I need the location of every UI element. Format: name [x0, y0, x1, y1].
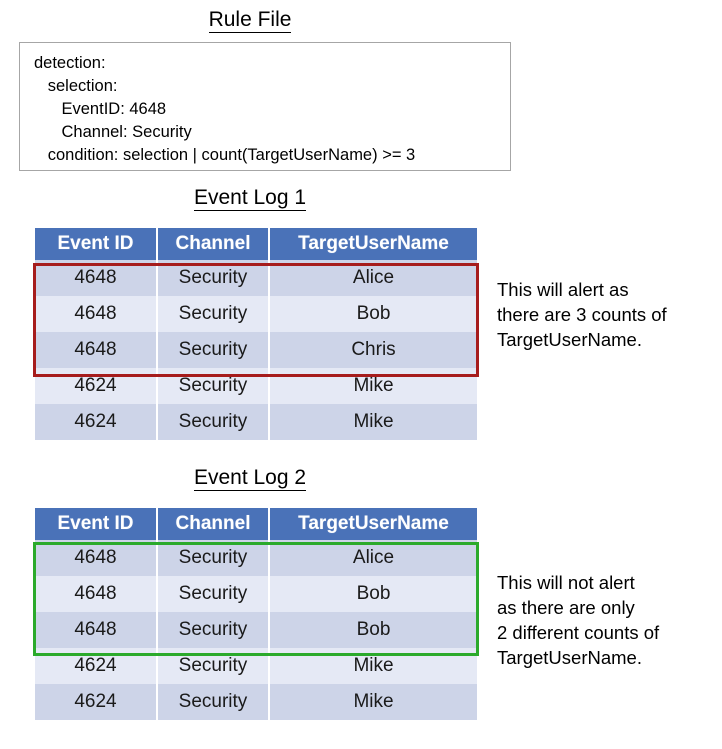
rule-file-box: detection: selection: EventID: 4648 Chan…: [19, 42, 511, 171]
rule-file-title: Rule File: [0, 8, 500, 33]
cell-target-user-name: Mike: [270, 404, 477, 440]
rule-file-line-detection: detection:: [34, 54, 106, 72]
cell-channel: Security: [158, 404, 270, 440]
cell-event-id: 4648: [35, 540, 158, 576]
cell-channel: Security: [158, 648, 270, 684]
cell-target-user-name: Bob: [270, 612, 477, 648]
cell-event-id: 4624: [35, 684, 158, 720]
cell-target-user-name: Alice: [270, 260, 477, 296]
column-header-channel: Channel: [158, 228, 270, 260]
column-header-channel: Channel: [158, 508, 270, 540]
cell-event-id: 4648: [35, 296, 158, 332]
rule-file-line-selection: selection:: [34, 77, 118, 95]
table-row: 4624 Security Mike: [35, 404, 477, 440]
cell-target-user-name: Bob: [270, 576, 477, 612]
no-alert-note-line-3: 2 different counts of: [497, 622, 660, 643]
table-row: 4648 Security Bob: [35, 612, 477, 648]
rule-file-title-text: Rule File: [208, 8, 292, 33]
cell-channel: Security: [158, 296, 270, 332]
event-log-1-table: Event ID Channel TargetUserName 4648 Sec…: [35, 228, 477, 440]
cell-event-id: 4648: [35, 576, 158, 612]
no-alert-note: This will not alert as there are only 2 …: [497, 570, 722, 670]
alert-note-line-3: TargetUserName.: [497, 329, 642, 350]
table-header-row: Event ID Channel TargetUserName: [35, 228, 477, 260]
table-row: 4624 Security Mike: [35, 684, 477, 720]
column-header-target-user-name: TargetUserName: [270, 228, 477, 260]
cell-channel: Security: [158, 332, 270, 368]
table-row: 4648 Security Chris: [35, 332, 477, 368]
event-log-1-title-text: Event Log 1: [193, 186, 307, 211]
alert-note: This will alert as there are 3 counts of…: [497, 277, 722, 352]
cell-event-id: 4648: [35, 612, 158, 648]
cell-target-user-name: Bob: [270, 296, 477, 332]
rule-file-line-condition: condition: selection | count(TargetUserN…: [34, 146, 416, 164]
no-alert-note-line-2: as there are only: [497, 597, 635, 618]
table-row: 4648 Security Alice: [35, 260, 477, 296]
alert-note-line-1: This will alert as: [497, 279, 629, 300]
cell-channel: Security: [158, 576, 270, 612]
column-header-event-id: Event ID: [35, 228, 158, 260]
rule-file-line-channel: Channel: Security: [34, 123, 192, 141]
cell-event-id: 4648: [35, 332, 158, 368]
table-row: 4648 Security Bob: [35, 296, 477, 332]
table-row: 4648 Security Alice: [35, 540, 477, 576]
table-header-row: Event ID Channel TargetUserName: [35, 508, 477, 540]
cell-target-user-name: Mike: [270, 648, 477, 684]
column-header-target-user-name: TargetUserName: [270, 508, 477, 540]
cell-event-id: 4624: [35, 404, 158, 440]
cell-channel: Security: [158, 612, 270, 648]
table-row: 4624 Security Mike: [35, 648, 477, 684]
no-alert-note-line-1: This will not alert: [497, 572, 635, 593]
event-log-2-title: Event Log 2: [0, 466, 500, 491]
cell-target-user-name: Chris: [270, 332, 477, 368]
cell-channel: Security: [158, 684, 270, 720]
cell-target-user-name: Alice: [270, 540, 477, 576]
cell-event-id: 4624: [35, 648, 158, 684]
no-alert-note-line-4: TargetUserName.: [497, 647, 642, 668]
table-row: 4624 Security Mike: [35, 368, 477, 404]
alert-note-line-2: there are 3 counts of: [497, 304, 667, 325]
event-log-2-table: Event ID Channel TargetUserName 4648 Sec…: [35, 508, 477, 720]
cell-event-id: 4624: [35, 368, 158, 404]
cell-target-user-name: Mike: [270, 684, 477, 720]
cell-channel: Security: [158, 368, 270, 404]
cell-target-user-name: Mike: [270, 368, 477, 404]
column-header-event-id: Event ID: [35, 508, 158, 540]
rule-file-line-eventid: EventID: 4648: [34, 100, 167, 118]
cell-channel: Security: [158, 260, 270, 296]
event-log-1-title: Event Log 1: [0, 186, 500, 211]
event-log-2-title-text: Event Log 2: [193, 466, 307, 491]
cell-event-id: 4648: [35, 260, 158, 296]
cell-channel: Security: [158, 540, 270, 576]
table-row: 4648 Security Bob: [35, 576, 477, 612]
